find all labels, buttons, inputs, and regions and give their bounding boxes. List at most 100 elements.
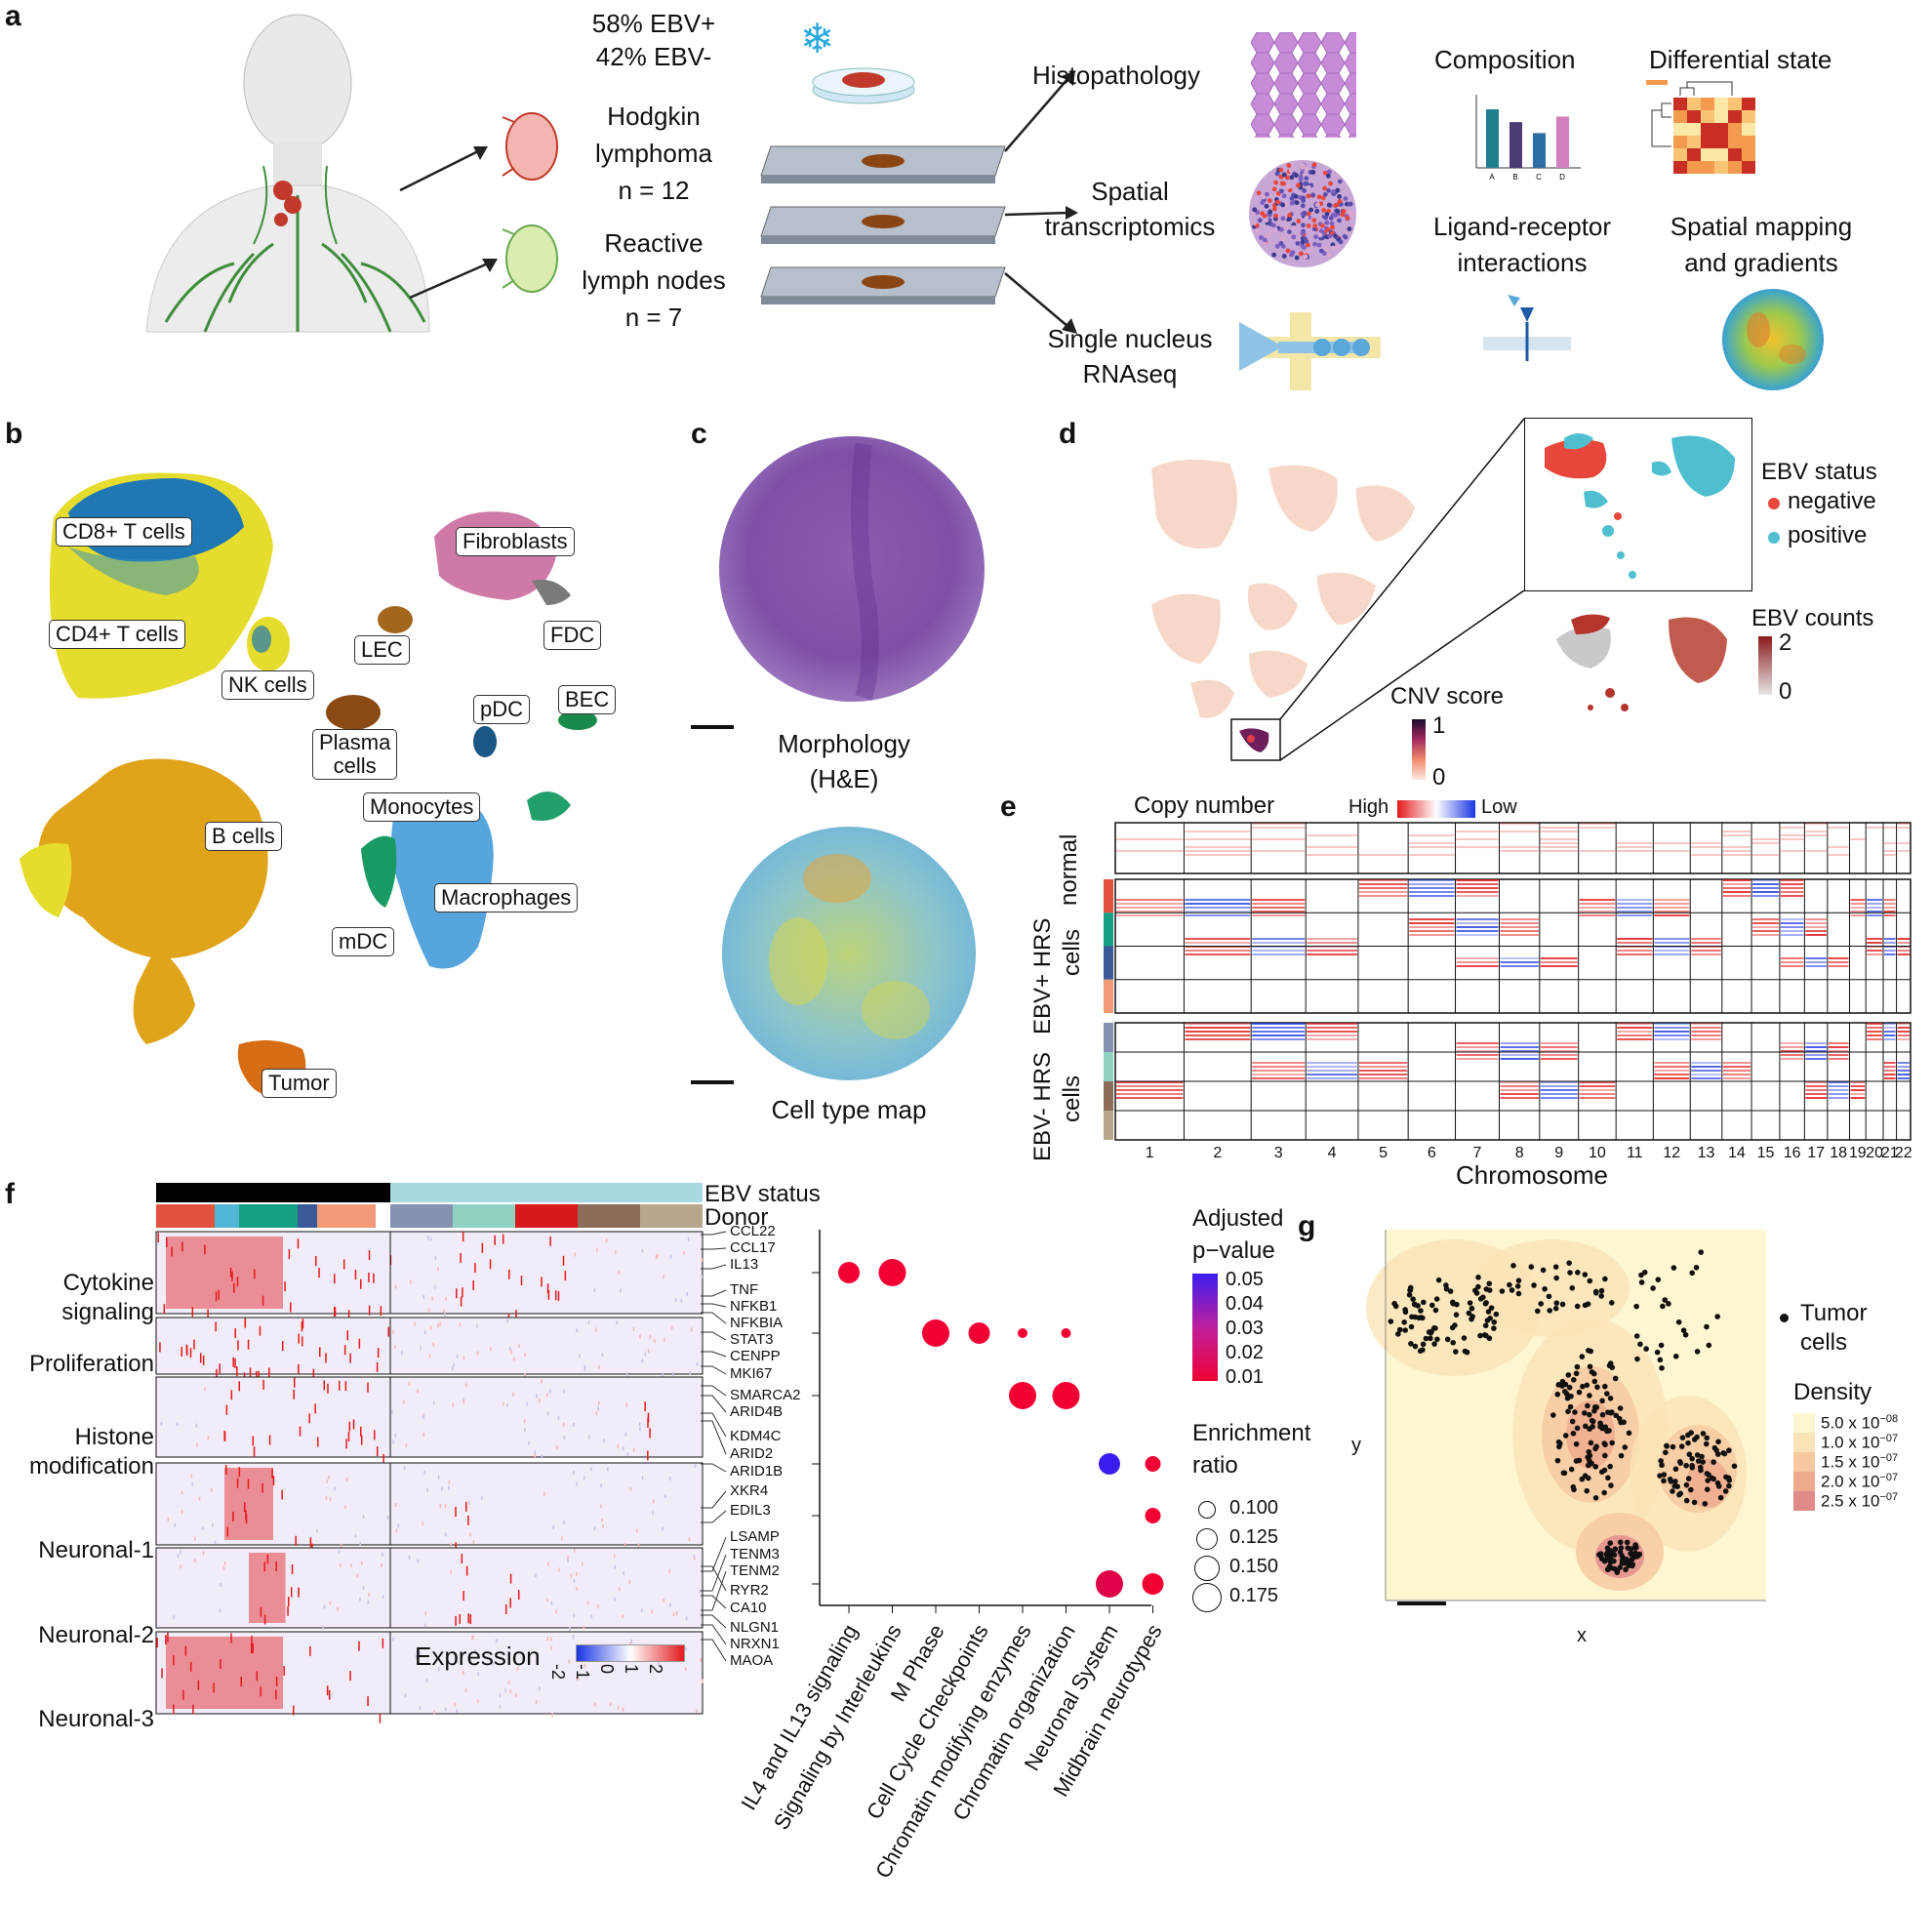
cluster-label-cd4: CD4+ T cells	[49, 620, 185, 649]
cnv-stripe	[1456, 961, 1499, 963]
gene-label: IL13	[730, 1256, 759, 1273]
expr-cell	[455, 1507, 457, 1518]
expr-cell	[266, 1554, 269, 1564]
expr-cell	[670, 1325, 673, 1330]
module-label-line: Proliferation	[28, 1351, 154, 1377]
donor-bar	[215, 1204, 239, 1228]
sample-annotation	[1104, 1111, 1113, 1140]
expr-cell	[546, 1393, 548, 1398]
expr-cell	[668, 1569, 671, 1574]
expr-cell	[507, 1680, 510, 1684]
density-swatch	[1793, 1472, 1815, 1491]
cnv-stripe	[1897, 1062, 1910, 1064]
cluster-label-fibroblasts: Fibroblasts	[456, 527, 575, 556]
cnv-stripe	[1897, 1031, 1910, 1033]
spot	[1271, 206, 1277, 212]
cnv-stripe	[1307, 938, 1357, 940]
cnv-stripe	[1805, 934, 1827, 936]
cnv-stripe	[1579, 1093, 1616, 1095]
cnv-stripe	[1409, 879, 1455, 881]
expr-cell	[180, 1550, 181, 1555]
expr-cell	[373, 1273, 375, 1283]
cnv-stripe	[1500, 926, 1539, 928]
expr-cell	[583, 1476, 585, 1480]
cnv-stripe	[1116, 1093, 1184, 1095]
expr-cell	[489, 1259, 492, 1270]
spot	[1278, 240, 1284, 246]
expr-cell	[557, 1415, 560, 1420]
expr-cell	[546, 1411, 549, 1416]
cnv-stripe	[1780, 965, 1804, 967]
expr-cell	[573, 1470, 575, 1475]
gene-label: NFKBIA	[730, 1315, 784, 1331]
expr-cell	[461, 1554, 463, 1564]
tumor-cell-dot	[1407, 1287, 1413, 1293]
tumor-cell-dot	[1598, 1287, 1605, 1294]
gene-connector	[701, 1385, 727, 1397]
cnv-stripe	[1307, 1066, 1357, 1068]
he-tissue-core	[719, 436, 985, 702]
cnv-stripe	[1828, 1089, 1849, 1091]
spot	[1337, 198, 1343, 204]
spot	[1311, 162, 1317, 168]
tumor-cell-dot	[1602, 1452, 1608, 1459]
cnv-stripe	[1780, 834, 1804, 836]
cnv-stripe	[1116, 838, 1184, 840]
cnv-stripe	[1456, 918, 1499, 920]
spot	[1267, 198, 1272, 203]
cnv-stripe	[1752, 934, 1779, 936]
tumor-cell-dot	[1713, 1447, 1719, 1453]
expr-cell	[352, 1419, 355, 1430]
expr-cell	[696, 1361, 699, 1366]
cnv-stripe	[1540, 961, 1578, 963]
donor-bar	[390, 1204, 453, 1228]
gene-label: TNF	[730, 1281, 759, 1298]
cnv-stripe	[1867, 1038, 1882, 1040]
expr-cell	[260, 1686, 262, 1697]
tumor-cell-dot	[1704, 1435, 1711, 1441]
cnv-stripe	[1252, 1034, 1306, 1036]
spot	[1335, 187, 1341, 193]
expr-cell	[382, 1638, 384, 1648]
cnv-stripe	[1654, 1062, 1690, 1064]
diff-cell	[1714, 110, 1728, 123]
tumor-cell-dot	[1493, 1311, 1500, 1318]
expr-cell	[469, 1614, 472, 1625]
cnv-stripe	[1307, 1023, 1357, 1025]
legend-tumor-2: cells	[1800, 1329, 1848, 1356]
tumor-cell-dot	[1715, 1483, 1722, 1489]
tumor-cell-dot	[1510, 1263, 1516, 1269]
expr-cell	[674, 1297, 677, 1302]
chromosome-tick: 11	[1626, 1145, 1643, 1161]
expr-cell	[664, 1494, 666, 1499]
tumor-cell-dot	[1582, 1272, 1589, 1277]
spot	[1330, 245, 1336, 251]
expr-cell	[601, 1664, 603, 1669]
expr-cell	[675, 1611, 678, 1616]
cn-low: Low	[1481, 796, 1517, 818]
spot	[1265, 233, 1269, 238]
expr-cell	[476, 1323, 478, 1328]
cnv-stripe	[1867, 950, 1882, 952]
expr-cell	[568, 1659, 571, 1664]
cnv-stripe	[1883, 1062, 1896, 1064]
spot	[1291, 234, 1297, 240]
cnv-stripe	[1883, 854, 1896, 856]
expr-cell	[472, 1280, 474, 1291]
expr-cell	[450, 1569, 452, 1574]
tumor-cell-dot	[1409, 1314, 1415, 1320]
tumor-cell-dot	[1612, 1375, 1619, 1382]
comp-bar	[1556, 116, 1569, 168]
arrow-to-hl	[399, 146, 488, 192]
cnv-stripe	[1252, 950, 1306, 952]
expr-cell	[298, 1587, 300, 1598]
expr-cell	[516, 1666, 519, 1671]
gene-connector	[701, 1536, 727, 1572]
expr-cell	[323, 1380, 326, 1391]
tumor-cell-dot	[1587, 1393, 1592, 1399]
tumor-cell-dot	[1683, 1462, 1689, 1469]
cnv-stripe	[1617, 953, 1653, 955]
expr-cell	[247, 1339, 250, 1350]
expr-cell	[509, 1598, 511, 1608]
comp-bar-label: C	[1536, 173, 1542, 182]
